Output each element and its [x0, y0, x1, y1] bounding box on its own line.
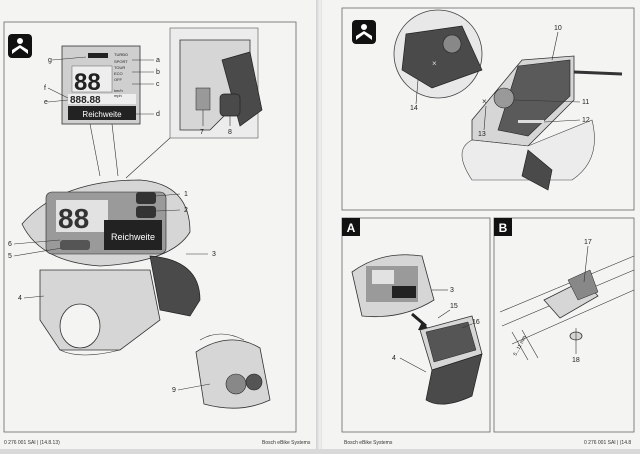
right-page-illustration: × × 10 11 12 13 14	[341, 7, 635, 446]
left-footer-left: 0 276 001 SAI | (14.8.13)	[4, 440, 60, 446]
right-footer-left: Bosch eBike Systems	[344, 440, 393, 446]
callout-c: c	[156, 81, 160, 88]
number-callouts: 1 2 3 4 5 6	[8, 191, 216, 302]
unit-label-mph: mph	[114, 93, 122, 98]
callout-6: 6	[8, 241, 12, 248]
callout-8: 8	[228, 129, 232, 136]
top-callouts: 10 11 12 13 14	[410, 25, 590, 138]
right-page: × × 10 11 12 13 14	[322, 0, 640, 449]
callout-14: 14	[410, 105, 418, 112]
panel-a-badge	[342, 218, 360, 236]
display-seg-row: 888.88	[70, 95, 101, 106]
panel-a-frame	[341, 217, 491, 433]
right-top-frame	[341, 7, 635, 211]
callout-d: d	[156, 111, 160, 118]
callout-11: 11	[582, 99, 589, 106]
unit-display-text: Reichweite	[111, 232, 155, 242]
remote-main: ×	[461, 55, 623, 191]
callout-e: e	[44, 99, 48, 106]
letter-callouts: g a b c f e d	[44, 56, 160, 118]
mode-label-sport: SPORT	[114, 59, 128, 64]
left-frame	[3, 21, 297, 433]
callout-10: 10	[554, 25, 562, 32]
callout-2: 2	[184, 207, 188, 214]
callout-13: 13	[478, 131, 486, 138]
left-page: 88 888.88 Reichweite TURBO SPORT TOUR EC…	[0, 0, 318, 449]
panel-b-measure: 5...11 mm	[512, 335, 528, 357]
callout-12: 12	[582, 117, 590, 124]
remote-control: 9	[172, 333, 271, 409]
display-text: Reichweite	[82, 110, 122, 119]
mode-label-off: OFF	[114, 77, 123, 82]
unit-label-kmh: km/h	[114, 88, 123, 93]
main-display-unit: 88 Reichweite	[21, 179, 201, 356]
panel-a-illustration: 3 15 16 4	[351, 254, 483, 405]
mode-label-tour: TOUR	[114, 65, 125, 70]
right-footer-right: 0 276 001 SAI | (14.8	[584, 440, 631, 446]
callout-a: a	[156, 57, 160, 64]
panel-a-label: A	[347, 221, 356, 235]
panel-b-frame	[493, 217, 635, 433]
unit-seg-digits: 88	[58, 203, 89, 234]
book-gutter	[316, 0, 324, 449]
panel-b-callout-17: 17	[584, 239, 592, 246]
panel-b-badge	[494, 218, 512, 236]
callout-b: b	[156, 69, 160, 76]
read-manual-icon-right	[352, 20, 376, 44]
callout-1: 1	[184, 191, 188, 198]
panel-b-label: B	[499, 221, 508, 235]
callout-f: f	[44, 85, 46, 92]
read-manual-icon	[8, 34, 32, 58]
display-seg-digits: 88	[74, 69, 101, 96]
callout-9: 9	[172, 387, 176, 394]
remote-zoom: ×	[393, 9, 483, 99]
svg-text:×: ×	[432, 59, 437, 68]
callout-5: 5	[8, 253, 12, 260]
mount-zoom: 7 8	[125, 27, 263, 179]
panel-a-callout-3: 3	[450, 287, 454, 294]
display-zoom: 88 888.88 Reichweite TURBO SPORT TOUR EC…	[61, 45, 141, 177]
panel-b-callout-18: 18	[572, 357, 580, 364]
panel-a-callout-4: 4	[392, 355, 396, 362]
callout-g: g	[48, 57, 52, 64]
mode-label-eco: ECO	[114, 71, 123, 76]
left-page-illustration: 88 888.88 Reichweite TURBO SPORT TOUR EC…	[3, 21, 311, 446]
callout-4: 4	[18, 295, 22, 302]
callout-7: 7	[200, 129, 204, 136]
panel-b-illustration: 5...11 mm 17 18	[499, 239, 635, 364]
mode-label-turbo: TURBO	[114, 52, 128, 57]
callout-3: 3	[212, 251, 216, 258]
svg-text:×: ×	[482, 97, 487, 106]
panel-a-callout-16: 16	[472, 319, 480, 326]
left-footer-right: Bosch eBike Systems	[262, 440, 311, 446]
panel-a-callout-15: 15	[450, 303, 458, 310]
